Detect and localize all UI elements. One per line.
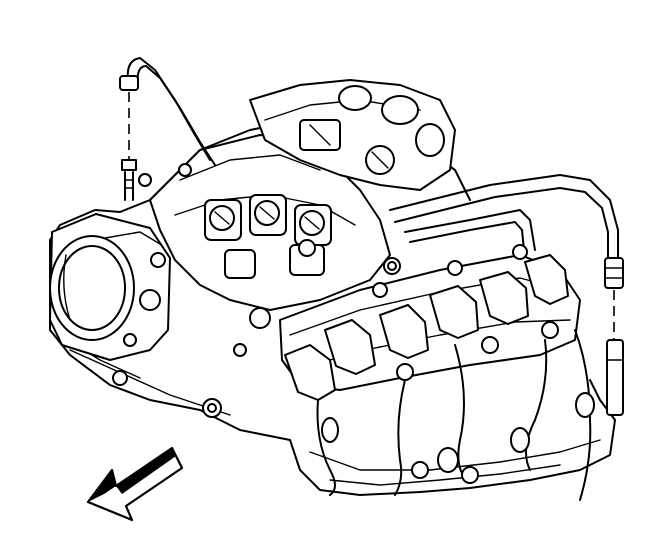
vacuum-hose-left <box>119 57 216 201</box>
spark-plug-wires <box>316 329 595 501</box>
rear-housing <box>249 79 456 191</box>
bolts <box>112 163 479 484</box>
throttle-body <box>49 213 171 361</box>
intake-manifold <box>149 134 401 329</box>
front-arrow-icon <box>86 446 184 522</box>
fuel-line-right <box>389 174 624 416</box>
